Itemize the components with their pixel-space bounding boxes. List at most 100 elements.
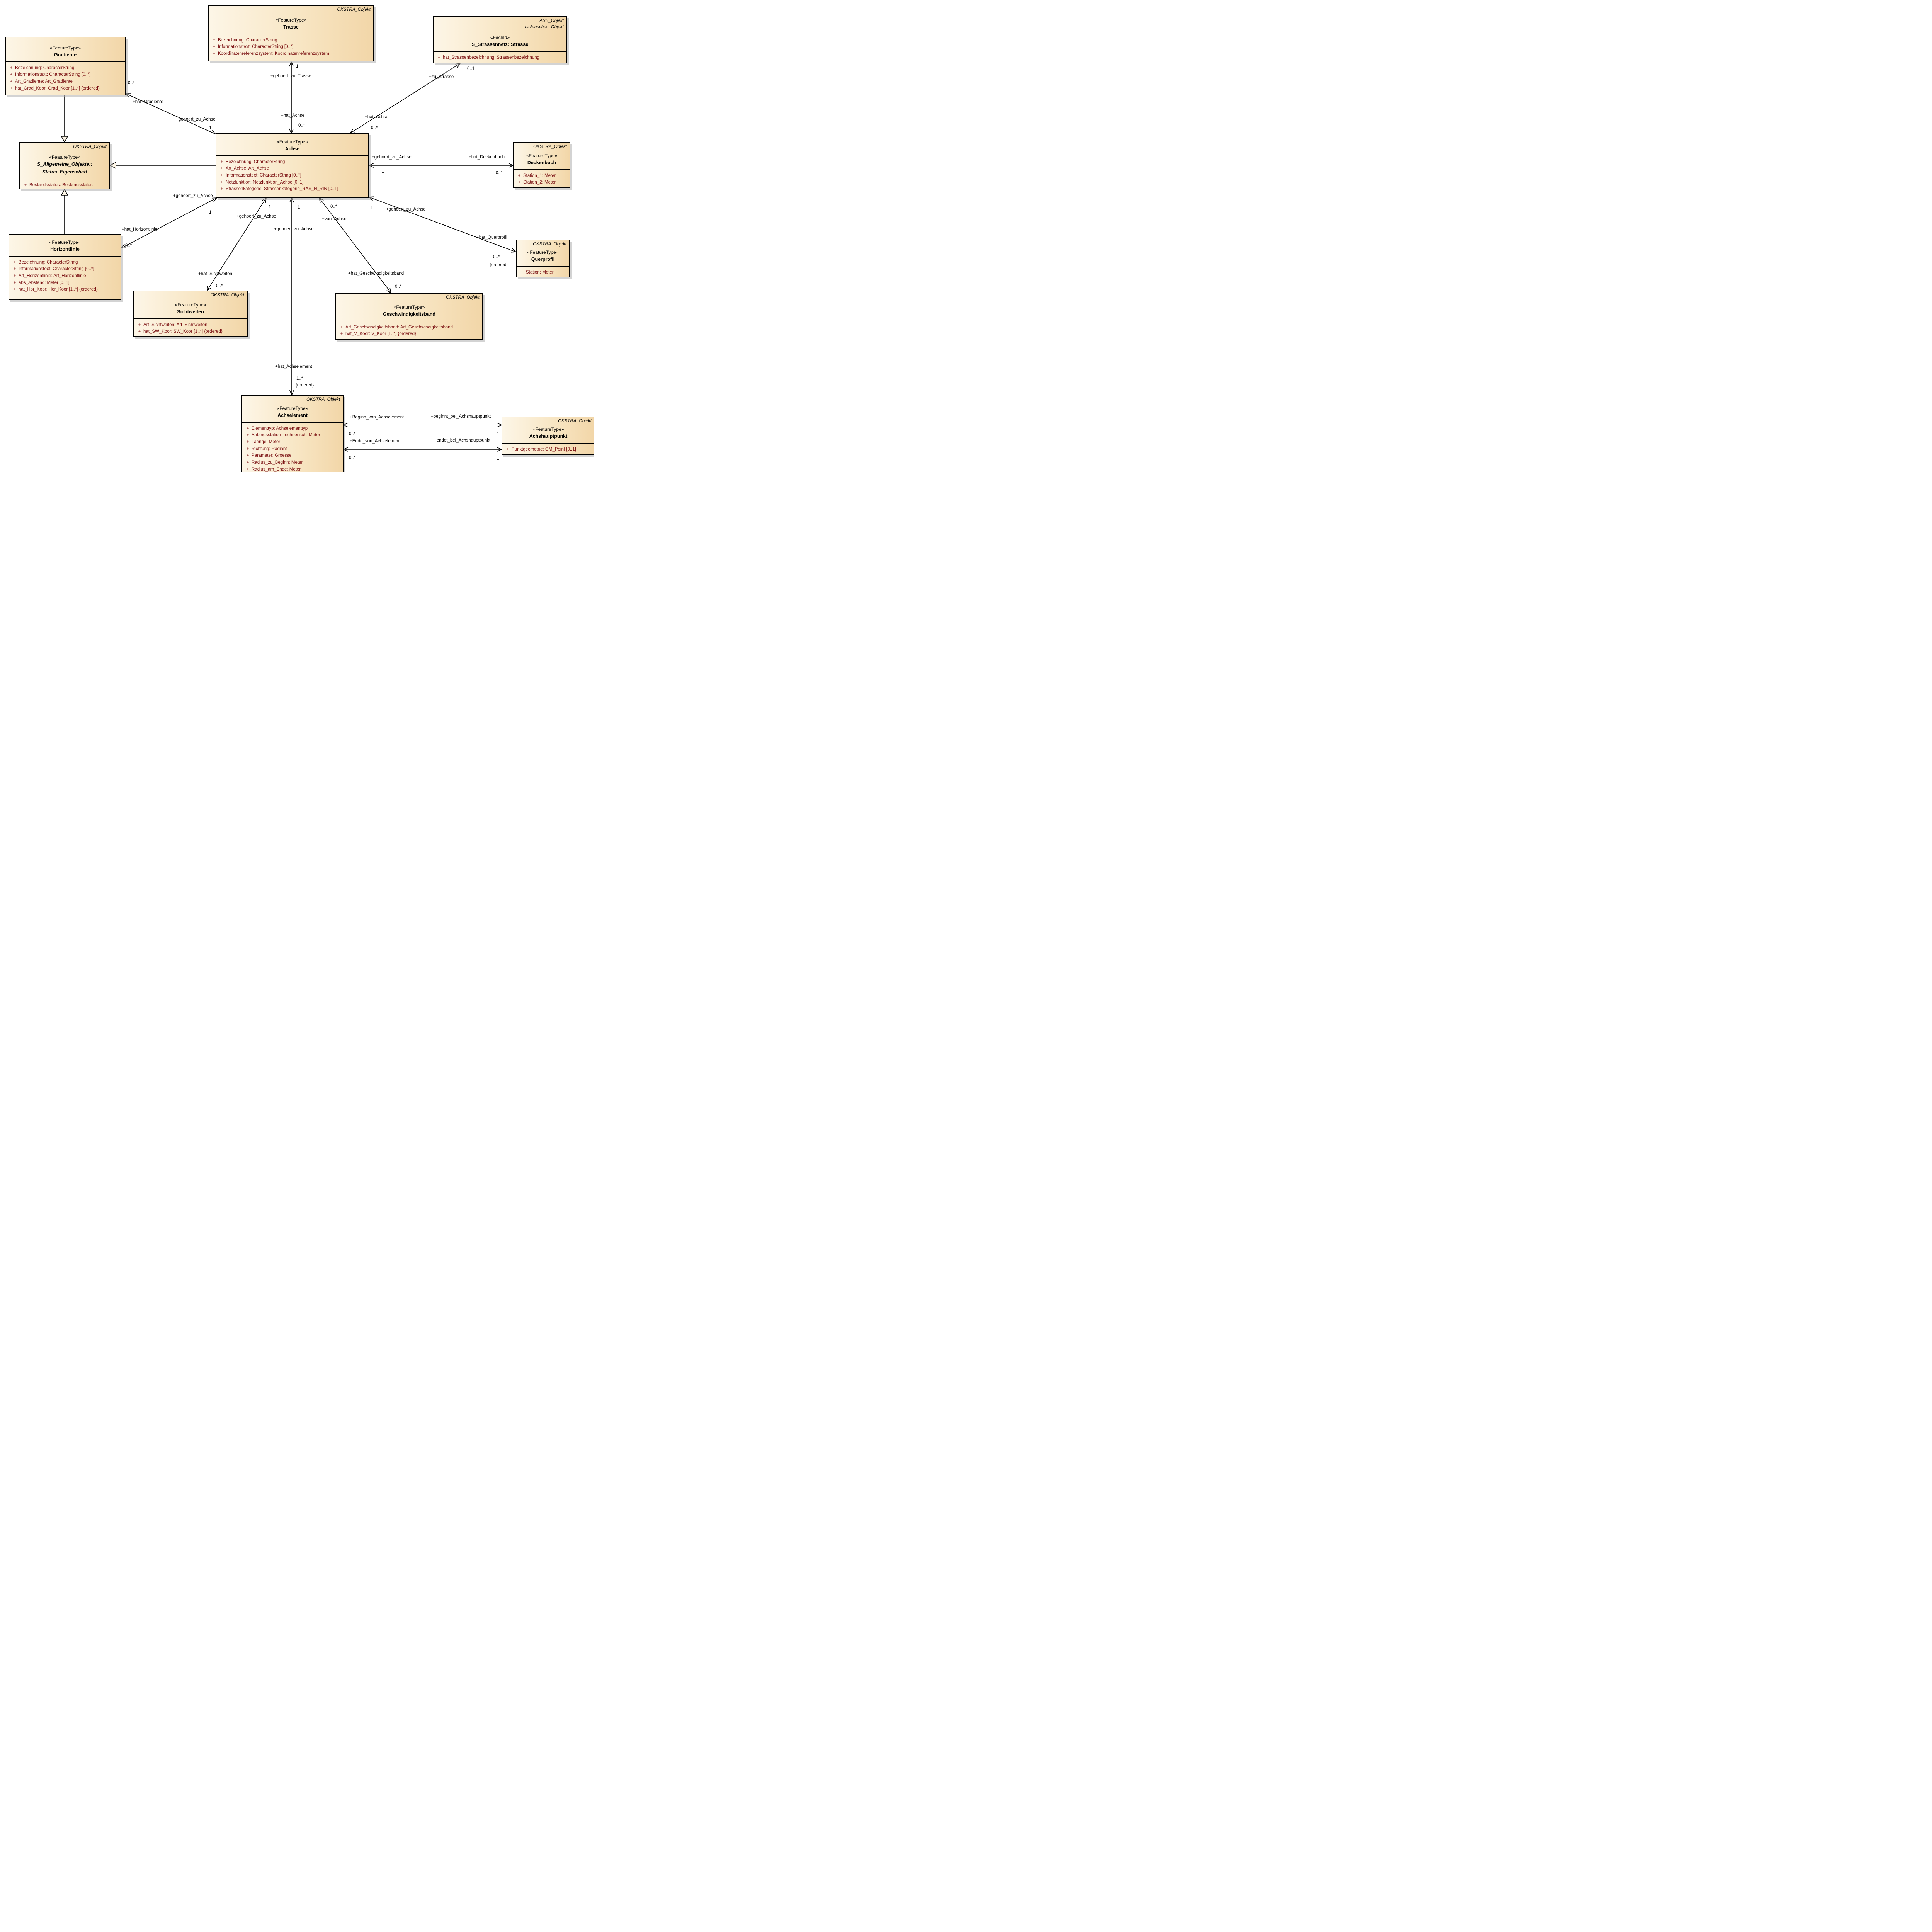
edge-line xyxy=(343,425,349,428)
class-annotations: OKSTRA_Objekt xyxy=(73,144,107,150)
class-name-line: Deckenbuch xyxy=(527,160,556,165)
visibility-public-icon: + xyxy=(13,287,16,292)
edge-label: +hat_Sichtweiten xyxy=(198,272,232,276)
class-geschwindigkeitsband[interactable]: OKSTRA_Objekt«FeatureType»Geschwindigkei… xyxy=(335,293,483,340)
class-achse[interactable]: «FeatureType»Achse+Bezeichnung: Characte… xyxy=(216,133,369,198)
class-name: Deckenbuch xyxy=(527,159,556,167)
edge-label: +Ende_von_Achselement xyxy=(350,439,401,444)
visibility-public-icon: + xyxy=(246,460,249,465)
class-annotation: OKSTRA_Objekt xyxy=(446,295,480,300)
class-gradiente[interactable]: «FeatureType»Gradiente+Bezeichnung: Char… xyxy=(5,37,126,95)
class-name-line: S_Allgemeine_Objekte:: xyxy=(37,162,93,167)
class-header: «FeatureType»Gradiente xyxy=(6,37,125,61)
class-name: Gradiente xyxy=(54,51,77,59)
attribute-text: Strassenkategorie: Strassenkategorie_RAS… xyxy=(226,187,338,192)
attribute-text: Radius_am_Ende: Meter xyxy=(252,467,301,472)
edge-label: 1 xyxy=(497,432,500,437)
attribute-text: Radius_zu_Beginn: Meter xyxy=(252,460,303,465)
class-sichtweiten[interactable]: OKSTRA_Objekt «FeatureType»Sichtweiten +Ar… xyxy=(133,291,248,337)
class-attributes: +Bezeichnung: CharacterString+Informatio… xyxy=(9,256,121,299)
attribute: +hat_V_Koor: V_Koor [1..*] {ordered} xyxy=(338,331,481,337)
attribute-text: Informationstext: CharacterString [0..*] xyxy=(15,72,91,77)
class-attributes: +Bestandsstatus: Bestandsstatus xyxy=(20,179,109,189)
class-name-line: S_Strassennetz::Strasse xyxy=(471,41,529,47)
class-annotation: OKSTRA_Objekt xyxy=(211,293,244,298)
attribute-text: Station: Meter xyxy=(526,270,554,275)
visibility-public-icon: + xyxy=(220,187,223,192)
class-querprofil[interactable]: OKSTRA_Objekt«FeatureType»Querprofil+Sta… xyxy=(516,240,570,277)
visibility-public-icon: + xyxy=(10,79,13,84)
class-stereotype: «FeatureType» xyxy=(175,302,206,308)
attribute-text: Bezeichnung: CharacterString xyxy=(218,37,277,43)
attribute: +Elementtyp: Achselementtyp xyxy=(244,426,341,432)
attribute: +Richtung: Radiant xyxy=(244,446,341,452)
attribute: +Radius_am_Ende: Meter xyxy=(244,467,341,472)
attribute-text: Art_Geschwindigkeitsband: Art_Geschwindi… xyxy=(345,325,453,330)
class-name: Sichtweiten xyxy=(177,308,204,316)
visibility-public-icon: + xyxy=(13,267,16,272)
edge-line xyxy=(289,61,292,67)
relationship-edges xyxy=(61,61,516,452)
attribute: +Station: Meter xyxy=(518,270,568,276)
visibility-public-icon: + xyxy=(10,72,13,77)
class-attributes: +Bezeichnung: CharacterString+Informatio… xyxy=(209,34,373,61)
edge-line xyxy=(350,63,461,134)
edge-line xyxy=(497,449,502,452)
attribute: +Informationstext: CharacterString [0..*… xyxy=(7,72,123,78)
visibility-public-icon: + xyxy=(246,426,249,431)
class-stereotype: «FachId» xyxy=(490,34,510,40)
edge-line xyxy=(291,61,294,67)
visibility-public-icon: + xyxy=(13,280,16,285)
edge-line xyxy=(125,93,216,134)
attribute: +Bezeichnung: CharacterString xyxy=(218,159,367,165)
edge-label: 0..* xyxy=(395,284,402,289)
attribute: +abs_Abstand: Meter [0..1] xyxy=(11,280,119,286)
class-name: Trasse xyxy=(283,24,299,31)
visibility-public-icon: + xyxy=(13,260,16,265)
attribute: +Anfangsstation_rechnerisch: Meter xyxy=(244,432,341,438)
class-status[interactable]: OKSTRA_Objekt «FeatureType» S_Allgemeine_O… xyxy=(19,142,110,189)
edge-label: 0..* xyxy=(349,432,356,436)
edge-label: +hat_Achselement xyxy=(275,364,312,369)
class-header: OKSTRA_Objekt«FeatureType»Achshauptpunkt xyxy=(502,417,594,443)
class-annotations: OKSTRA_Objekt xyxy=(306,397,340,403)
class-name: Achshauptpunkt xyxy=(529,433,568,440)
class-achshauptpunkt[interactable]: OKSTRA_Objekt«FeatureType»Achshauptpunkt… xyxy=(502,417,594,455)
attribute-text: Bezeichnung: CharacterString xyxy=(226,159,285,164)
class-deckenbuch[interactable]: OKSTRA_Objekt«FeatureType»Deckenbuch+Sta… xyxy=(513,142,570,188)
attribute: +Bestandsstatus: Bestandsstatus xyxy=(22,182,108,188)
attribute: +Art_Sichtweiten: Art_Sichtweiten xyxy=(136,322,245,328)
edge-label: +hat_Deckenbuch xyxy=(469,155,505,160)
class-annotation: OKSTRA_Objekt xyxy=(73,145,107,149)
class-stereotype: «FeatureType» xyxy=(49,239,81,245)
attribute-text: hat_V_Koor: V_Koor [1..*] {ordered} xyxy=(345,332,416,337)
edge-label: 0..1 xyxy=(496,171,503,175)
class-header: OKSTRA_Objekt«FeatureType»Trasse xyxy=(209,6,373,34)
attribute: +Strassenkategorie: Strassenkategorie_RA… xyxy=(218,186,367,192)
visibility-public-icon: + xyxy=(10,86,13,91)
edge-label: +hat_Geschwindigkeitsband xyxy=(348,271,404,276)
edge-label: {ordered} xyxy=(490,263,508,267)
class-stereotype: «FeatureType» xyxy=(526,153,558,158)
class-stereotype: «FeatureType» xyxy=(49,155,80,160)
attribute-text: Informationstext: CharacterString [0..*] xyxy=(226,173,301,178)
edge-label: 0..* xyxy=(493,255,500,259)
class-horizontlinie[interactable]: «FeatureType»Horizontlinie+Bezeichnung: … xyxy=(9,234,121,300)
edge-label: +von_Achse xyxy=(322,217,347,221)
class-achselement[interactable]: OKSTRA_Objekt«FeatureType»Achselement+El… xyxy=(242,395,344,472)
edge-label: +hat_Achse xyxy=(365,115,389,119)
attribute-text: Anfangsstation_rechnerisch: Meter xyxy=(252,433,320,438)
class-stereotype: «FeatureType» xyxy=(532,426,564,432)
edge-line xyxy=(369,197,373,201)
attribute-text: Netzfunktion: Netzfunktion_Achse [0..1] xyxy=(226,180,304,185)
class-annotation: ASB_Objekt xyxy=(539,19,564,23)
edge-label: 1 xyxy=(269,205,271,209)
edge-line xyxy=(289,390,292,395)
edge-line xyxy=(319,197,391,293)
class-attributes: +hat_Strassenbezeichnung: Strassenbezeic… xyxy=(434,51,566,63)
visibility-public-icon: + xyxy=(246,453,249,458)
edge-line xyxy=(343,447,349,450)
class-trasse[interactable]: OKSTRA_Objekt«FeatureType»Trasse+Bezeich… xyxy=(208,5,374,61)
attribute: +hat_Hor_Koor: Hor_Koor [1..*] {ordered} xyxy=(11,287,119,293)
